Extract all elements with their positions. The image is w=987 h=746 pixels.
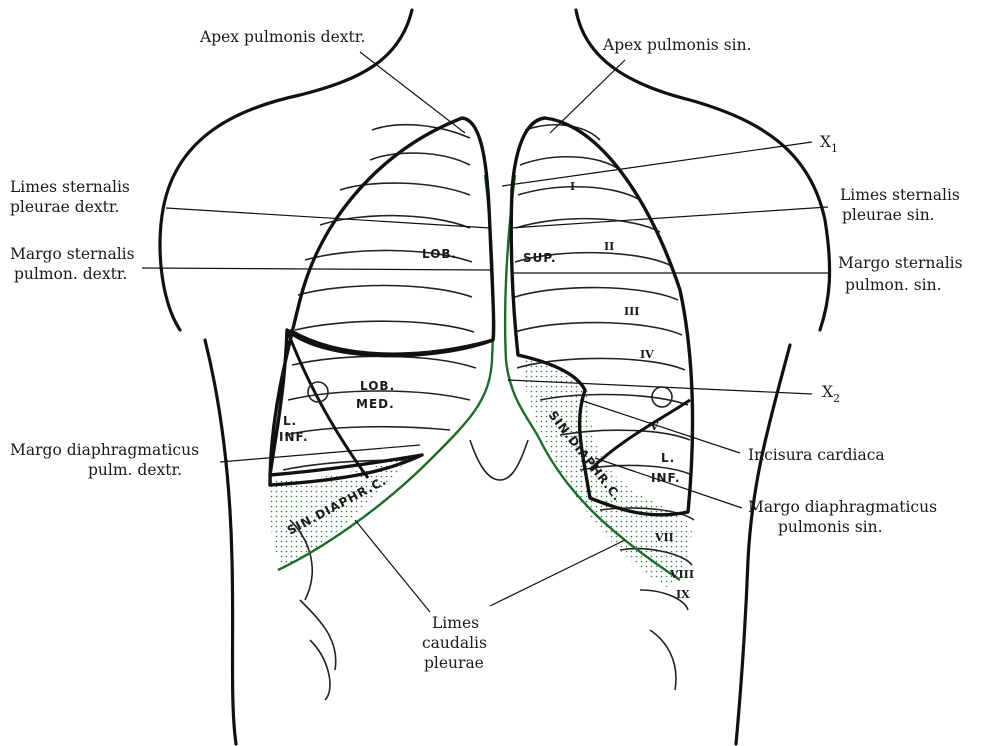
label-margo-sternalis-sin-1: Margo sternalis: [838, 254, 963, 272]
label-apex-dextr: Apex pulmonis dextr.: [199, 28, 365, 46]
body-outline: [160, 10, 830, 744]
label-x2: X2: [822, 383, 840, 405]
label-limes-sternalis-sin-2: pleurae sin.: [842, 206, 935, 224]
leader-lines: [142, 52, 828, 612]
label-margo-diaphr-sin-1: Margo diaphragmaticus: [748, 498, 937, 516]
label-l-inf-left-1: L.: [661, 451, 675, 465]
label-l-inf-right-1: L.: [283, 414, 297, 428]
rib-numeral-5: V: [649, 420, 659, 433]
rib-numeral-4: IV: [640, 348, 654, 361]
rib-numeral-3: III: [624, 305, 639, 318]
label-margo-sternalis-dextr-2: pulmon. dextr.: [14, 265, 127, 283]
label-margo-diaphr-sin-2: pulmonis sin.: [778, 518, 883, 536]
label-l-inf-right-2: INF.: [279, 430, 309, 444]
label-margo-diaphr-dextr-1: Margo diaphragmaticus: [10, 441, 199, 459]
label-lob-med-1: LOB.: [360, 379, 395, 393]
label-incisura-cardiaca: Incisura cardiaca: [748, 446, 885, 464]
right-horizontal-fissure: [290, 330, 493, 354]
label-limes-caudalis-2: caudalis: [422, 634, 487, 652]
label-l-inf-left-2: INF.: [651, 471, 681, 485]
rib-numeral-7: VII: [654, 531, 674, 544]
rib-numeral-8: VIII: [669, 568, 694, 581]
label-limes-sternalis-sin-1: Limes sternalis: [840, 186, 960, 204]
label-margo-sternalis-sin-2: pulmon. sin.: [845, 276, 942, 294]
label-limes-sternalis-dextr-2: pleurae dextr.: [10, 198, 119, 216]
label-limes-caudalis-1: Limes: [432, 614, 479, 632]
label-margo-diaphr-dextr-2: pulm. dextr.: [88, 461, 182, 479]
rib-numeral-2: II: [604, 240, 614, 253]
label-limes-caudalis-3: pleurae: [424, 654, 484, 672]
label-margo-sternalis-dextr-1: Margo sternalis: [10, 245, 135, 263]
label-lob: LOB.: [422, 247, 457, 261]
rib-numeral-9: IX: [676, 588, 690, 601]
label-apex-sin: Apex pulmonis sin.: [602, 36, 752, 54]
label-limes-sternalis-dextr-1: Limes sternalis: [10, 178, 130, 196]
label-sup: SUP.: [523, 251, 557, 265]
label-lob-med-2: MED.: [356, 397, 395, 411]
label-x1: X1: [820, 133, 838, 155]
rib-numeral-1: I: [570, 180, 575, 193]
